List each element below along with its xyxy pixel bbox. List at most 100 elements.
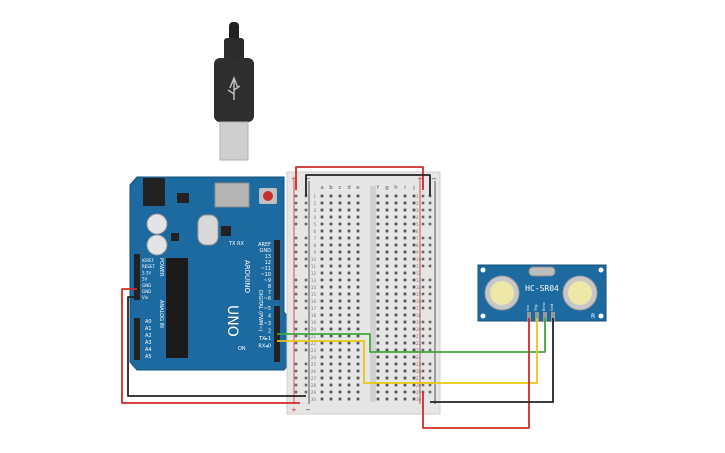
breadboard-row-number: 26	[416, 369, 422, 374]
breadboard-row-number: 30	[311, 397, 317, 402]
digital-pin-label: ~9	[264, 278, 271, 284]
breadboard-row-number: 13	[416, 278, 422, 283]
breadboard-row-number: 23	[416, 348, 422, 353]
breadboard-row-number: 27	[416, 376, 422, 381]
breadboard-row-number: 8	[313, 243, 316, 248]
breadboard-column-label: h	[394, 185, 398, 191]
digital-pin-label: ~5	[264, 306, 271, 312]
breadboard-row-number: 12	[311, 271, 317, 276]
breadboard-row-number: 19	[311, 320, 317, 325]
breadboard-row-number: 7	[416, 236, 419, 241]
breadboard-row-number: 13	[311, 278, 317, 283]
usb-port	[214, 182, 250, 208]
rx-label: RX	[237, 241, 244, 247]
digital-pin-label: TX▸1	[258, 336, 271, 342]
power-pin-label: 3.3V	[142, 270, 151, 275]
breadboard-column-label: a	[320, 185, 323, 191]
sensor-pin-label: Vcc	[526, 305, 530, 311]
breadboard-row-number: 22	[311, 341, 317, 346]
breadboard-row-number: 20	[311, 327, 317, 332]
digital-pin-label: 12	[265, 260, 271, 266]
breadboard-row-number: 3	[313, 208, 316, 213]
breadboard-row-number: 2	[313, 201, 316, 206]
breadboard-row-number: 11	[416, 264, 422, 269]
arduino-uno-board[interactable]: ARDUINO UNO DIGITAL (PWM~) ANALOG IN POW…	[129, 176, 295, 371]
breadboard-row-number: 21	[311, 334, 317, 339]
breadboard-row-number: 5	[416, 222, 419, 227]
breadboard-row-number: 15	[416, 292, 422, 297]
analog-pin-label: A0	[145, 319, 152, 325]
breadboard-column-label: f	[377, 185, 380, 191]
crystal	[528, 266, 556, 277]
breadboard-row-number: 18	[416, 313, 422, 318]
breadboard-column-label: j	[412, 185, 415, 191]
breadboard-row-number: 1	[416, 194, 419, 199]
power-header-label: POWER	[158, 258, 164, 277]
breadboard-row-number: 6	[416, 229, 419, 234]
breadboard-column-label: e	[356, 185, 360, 191]
breadboard-row-number: 19	[416, 320, 422, 325]
breadboard-row-number: 9	[313, 250, 316, 255]
arduino-logo: ARDUINO	[243, 260, 251, 293]
rail-plus-label-right: +	[417, 175, 423, 183]
breadboard-row-number: 17	[311, 306, 317, 311]
analog-pin-label: A3	[145, 340, 152, 346]
breadboard-row-number: 29	[311, 390, 317, 395]
rail-plus-label-left: +	[291, 175, 297, 183]
power-pin-label: IOREF	[142, 258, 155, 263]
breadboard-row-number: 2	[416, 201, 419, 206]
breadboard-row-number: 14	[416, 285, 422, 290]
breadboard-column-label: b	[329, 185, 333, 191]
wire-echo-yellow	[277, 318, 538, 384]
breadboard-row-number: 17	[416, 306, 422, 311]
analog-pin-label: A5	[145, 354, 152, 360]
rail-minus-label-left: −	[305, 175, 311, 183]
breadboard-row-number: 6	[313, 229, 316, 234]
usb-cable	[214, 22, 254, 161]
digital-pin-label: ~11	[260, 266, 271, 272]
breadboard-row-number: 4	[313, 215, 316, 220]
breadboard-row-number: 28	[311, 383, 317, 388]
sensor-model-label: HC-SR04	[525, 284, 559, 293]
breadboard-row-number: 11	[311, 264, 317, 269]
breadboard-holes	[294, 194, 432, 401]
wire-rail-red-top	[295, 166, 424, 190]
rail-minus-label-bottom: −	[305, 406, 311, 414]
breadboard-row-number: 10	[311, 257, 317, 262]
breadboard-column-label: d	[347, 185, 351, 191]
digital-pin-label: 8	[268, 284, 271, 290]
digital-pin-label: 2	[268, 329, 271, 335]
breadboard-row-number: 25	[311, 362, 317, 367]
breadboard-row-number: 16	[311, 299, 317, 304]
digital-pin-label: ~6	[264, 296, 271, 302]
breadboard-row-number: 28	[416, 383, 422, 388]
digital-pin-label: 7	[268, 290, 271, 296]
analog-pin-label: A1	[145, 326, 152, 332]
digital-pin-label: 13	[265, 254, 271, 260]
wires	[121, 166, 554, 429]
power-pin-label: GND	[142, 283, 151, 288]
rail-plus-label-bottom: +	[291, 406, 297, 414]
digital-header-high	[274, 240, 280, 300]
breadboard-row-number: 26	[311, 369, 317, 374]
breadboard-row-number: 3	[416, 208, 419, 213]
breadboard-row-number: 29	[416, 390, 422, 395]
analog-pin-label: A2	[145, 333, 152, 339]
digital-pin-label: 4	[268, 314, 271, 320]
rail-minus-label-right: −	[431, 175, 437, 183]
on-label: ON	[238, 346, 246, 352]
sensor-pin-label: Echo	[542, 302, 546, 311]
digital-pin-label: RX◂0	[258, 344, 271, 350]
breadboard-row-number: 14	[311, 285, 317, 290]
breadboard-row-number: 9	[416, 250, 419, 255]
power-pin-label: 5V	[142, 277, 148, 282]
breadboard-row-number: 1	[313, 194, 316, 199]
breadboard-column-label: c	[338, 185, 341, 191]
breadboard-row-number: 8	[416, 243, 419, 248]
wire-vcc-red	[422, 318, 530, 429]
power-pin-label: Vin	[142, 295, 149, 300]
